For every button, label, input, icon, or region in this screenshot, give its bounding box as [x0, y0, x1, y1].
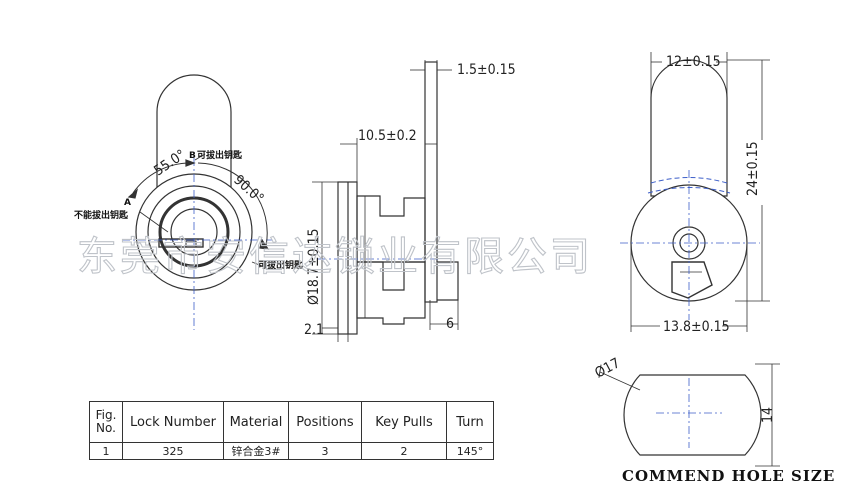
side-body-lower: [356, 261, 426, 325]
side-plate: [424, 61, 438, 303]
cell-key-pulls: 2: [361, 442, 447, 460]
dim-plate-thickness: 1.5±0.15: [457, 62, 516, 78]
spec-data-row: 1 325 锌合金3# 3 2 145°: [89, 442, 494, 460]
dim-hole-diameter: Ø17: [592, 355, 622, 381]
side-view: [312, 60, 459, 342]
dim-top-width: 12±0.15: [666, 54, 721, 70]
cell-positions: 3: [288, 442, 362, 460]
dim-cam-offset: 10.5±0.2: [358, 128, 417, 144]
dim-bottom-width: 13.8±0.15: [663, 319, 730, 335]
point-a-label: A: [124, 198, 131, 208]
back-cam-tab: [671, 261, 713, 299]
keyway: [158, 238, 204, 248]
hole-outline: [623, 374, 762, 456]
c-note-label: 可拔出钥匙: [258, 259, 304, 271]
col-key-pulls: Key Pulls: [361, 401, 447, 443]
dim-height: 24±0.15: [745, 141, 761, 196]
col-turn: Turn: [446, 401, 494, 443]
back-view: [620, 52, 770, 332]
front-view: [122, 74, 272, 330]
dim-cam-length: 6: [446, 316, 454, 332]
b-note-label: 可拔出钥匙: [197, 149, 243, 161]
spec-table: Fig. No. Lock Number Material Positions …: [89, 401, 494, 460]
a-note-label: 不能拔出钥匙: [74, 209, 129, 221]
cell-material: 锌合金3#: [223, 442, 289, 460]
front-plate-outline: [156, 74, 232, 216]
cell-lock-number: 325: [122, 442, 224, 460]
col-fig-no: Fig. No.: [89, 401, 123, 443]
col-material: Material: [223, 401, 289, 443]
dim-body-diameter: Ø18.7±0.15: [306, 228, 322, 305]
col-lock-number: Lock Number: [122, 401, 224, 443]
company-watermark: 东莞市安信达锁业有限公司: [77, 234, 593, 280]
cell-fig-no: 1: [89, 442, 123, 460]
hole-view: [599, 363, 780, 467]
col-positions: Positions: [288, 401, 362, 443]
spec-header-row: Fig. No. Lock Number Material Positions …: [89, 401, 494, 443]
dim-flange-width: 2.1: [304, 322, 324, 338]
dim-hole-flat: 14: [760, 407, 776, 423]
cell-turn: 145°: [446, 442, 494, 460]
point-b-label: B: [189, 151, 196, 161]
hole-size-title: COMMEND HOLE SIZE: [622, 467, 835, 485]
